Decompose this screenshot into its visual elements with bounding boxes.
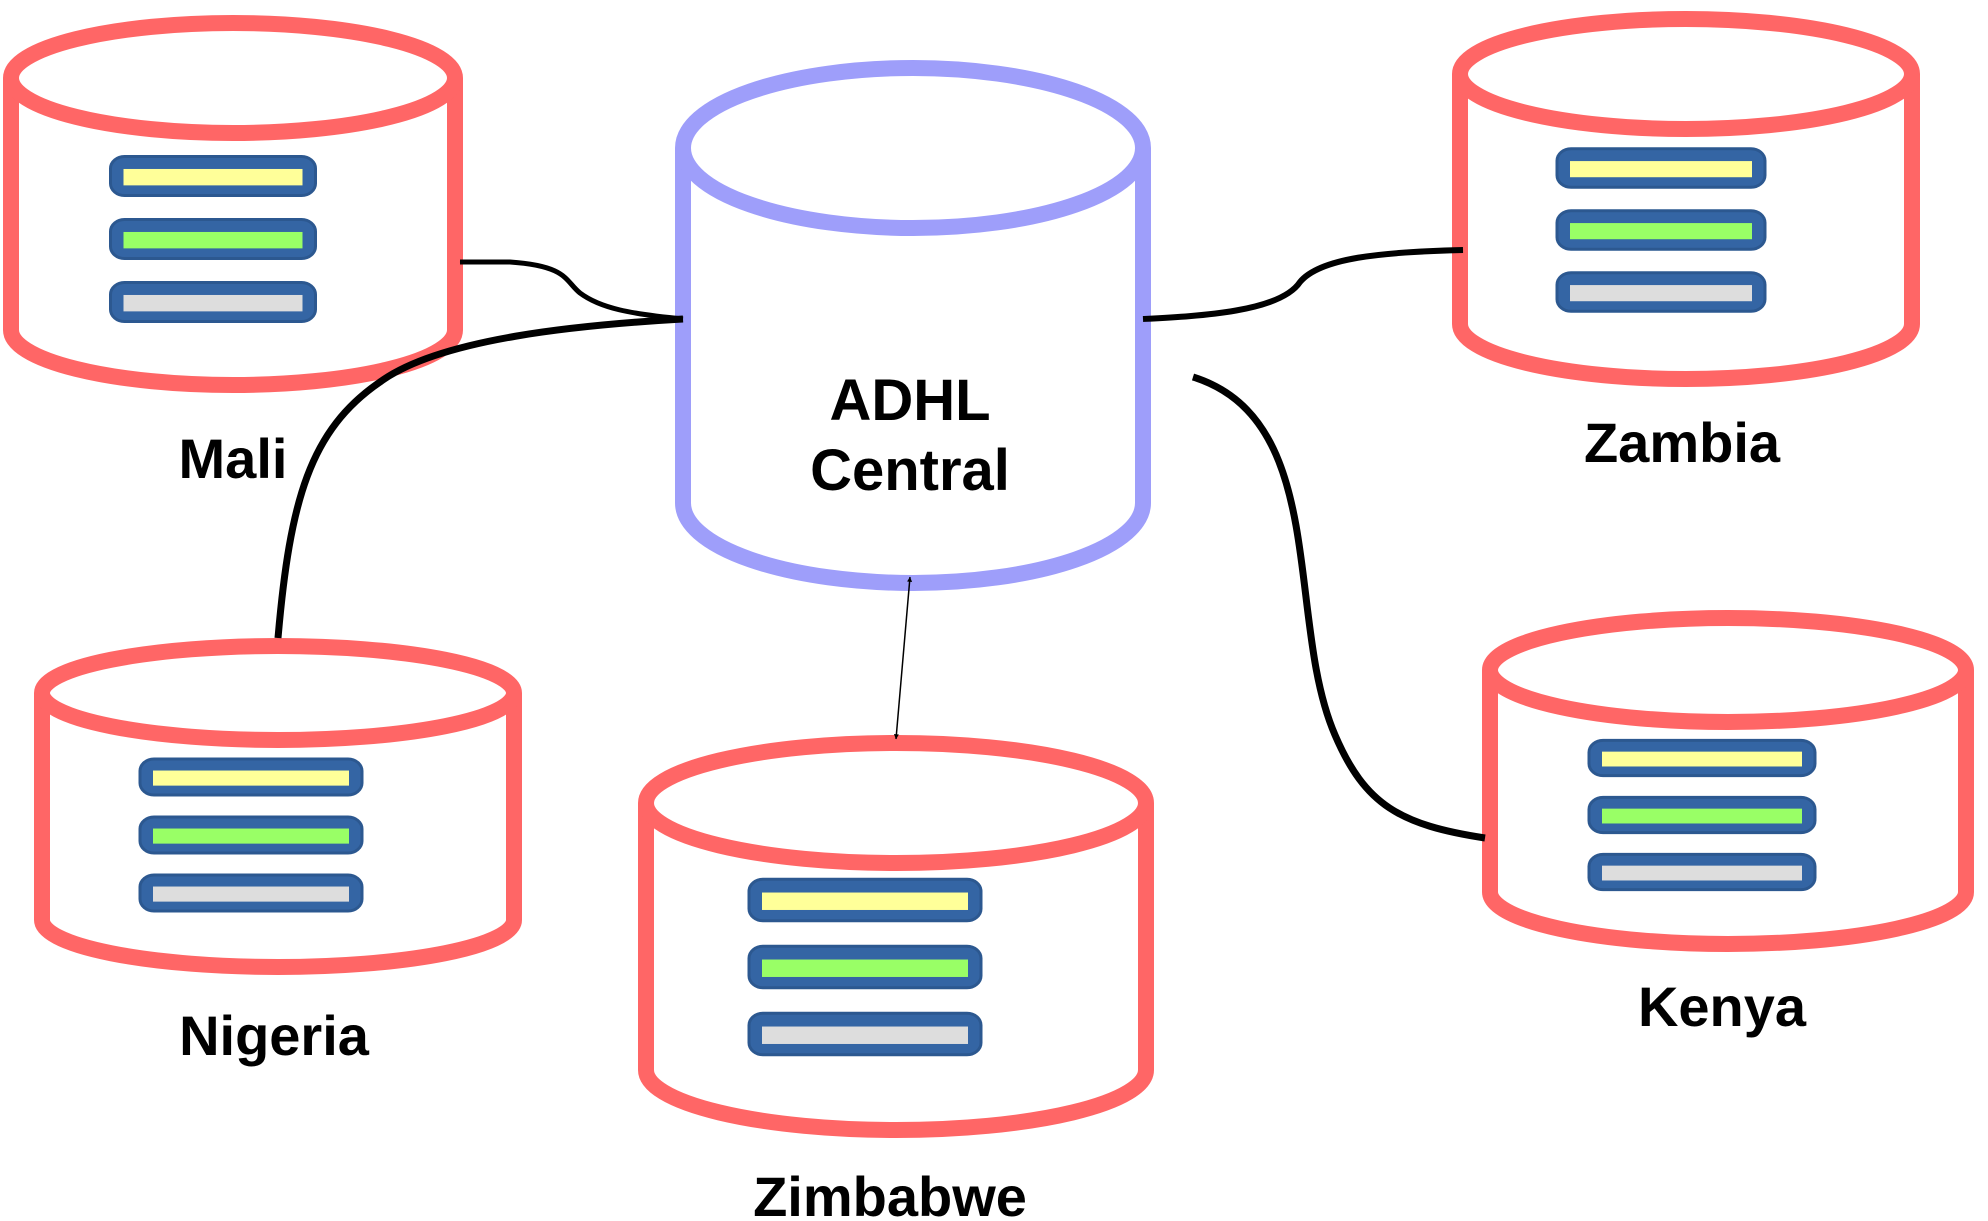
disk-gray-band bbox=[1602, 865, 1802, 881]
db-kenya bbox=[1482, 610, 1974, 952]
cylinder-top bbox=[3, 15, 463, 141]
disk-yellow-band bbox=[123, 168, 303, 186]
disk-green-band bbox=[153, 828, 349, 844]
cylinder-top bbox=[1482, 610, 1974, 730]
label-nigeria: Nigeria bbox=[179, 1004, 370, 1067]
disk-yellow-band bbox=[1570, 161, 1752, 178]
arrow-central-zimbabwe bbox=[893, 576, 913, 740]
db-zimbabwe bbox=[638, 735, 1154, 1138]
label-zimbabwe: Zimbabwe bbox=[753, 1165, 1027, 1221]
label-kenya: Kenya bbox=[1638, 975, 1807, 1038]
arrow-central-mali bbox=[459, 259, 684, 322]
disk-gray-band bbox=[123, 294, 303, 312]
disk-green-band bbox=[1602, 808, 1802, 824]
central-label-line1: ADHL bbox=[829, 368, 990, 433]
db-zambia bbox=[1452, 11, 1920, 387]
disk-gray-band bbox=[762, 1026, 968, 1044]
cylinder-top bbox=[638, 735, 1154, 871]
cylinder-top bbox=[675, 60, 1151, 236]
disk-gray-band bbox=[153, 886, 349, 902]
disk-green-band bbox=[762, 959, 968, 977]
arrow-mali-nigeria bbox=[274, 315, 684, 639]
cylinder-top bbox=[34, 638, 522, 748]
db-central bbox=[675, 60, 1151, 591]
db-mali bbox=[3, 15, 463, 393]
cylinder-top bbox=[1452, 11, 1920, 137]
central-label-line2: Central bbox=[810, 438, 1010, 503]
disk-gray-band bbox=[1570, 285, 1752, 302]
disk-green-band bbox=[1570, 223, 1752, 240]
cylinder-body bbox=[675, 148, 1151, 591]
arrow-central-kenya bbox=[1191, 373, 1486, 842]
disk-yellow-band bbox=[762, 892, 968, 910]
label-mali: Mali bbox=[179, 427, 288, 490]
arrow-central-zambia bbox=[1142, 247, 1464, 322]
label-zambia: Zambia bbox=[1584, 411, 1781, 474]
db-nigeria bbox=[34, 638, 522, 975]
disk-green-band bbox=[123, 231, 303, 249]
disk-yellow-band bbox=[1602, 751, 1802, 767]
disk-yellow-band bbox=[153, 770, 349, 786]
